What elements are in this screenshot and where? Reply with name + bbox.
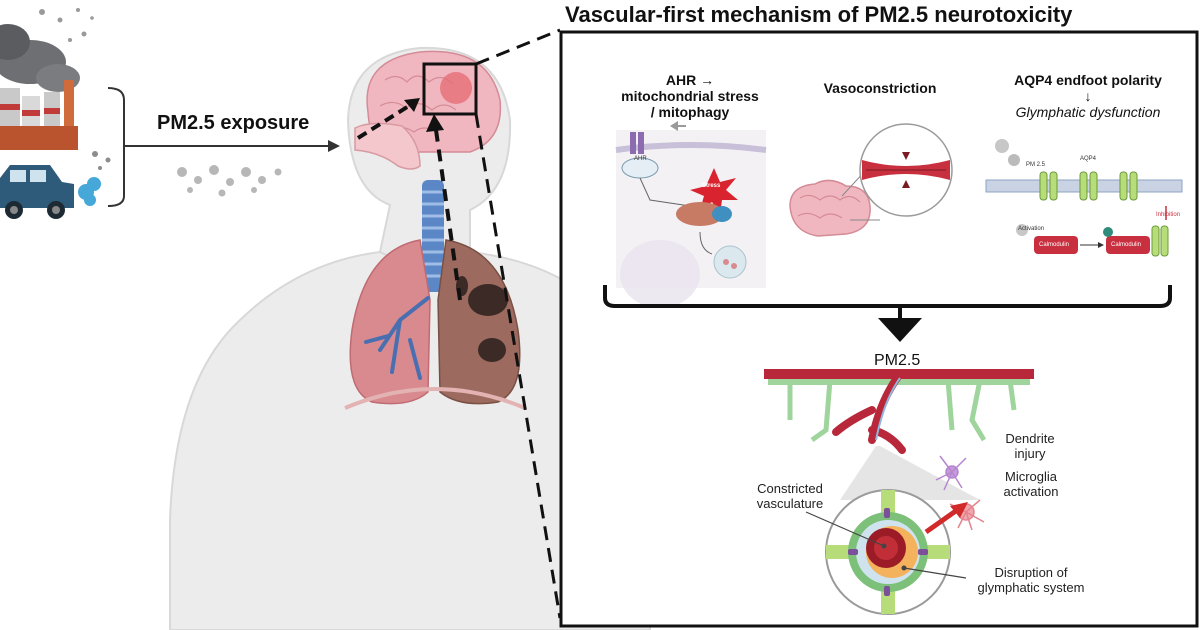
ahr-heading-line2: mitochondrial stress [621, 88, 759, 105]
dendrite-label-line1: Dendrite [1005, 431, 1055, 446]
smog-particles [39, 8, 94, 42]
left-lung [349, 239, 431, 405]
aqp4-arrow: ↓ [1084, 88, 1092, 105]
pm-vessel-label: PM2.5 [874, 352, 921, 369]
aqp4-subheading: Glymphatic dysfunction [1015, 104, 1161, 121]
activation-arrow [924, 505, 962, 535]
ahr-tag: AHR [634, 156, 647, 162]
source-bracket [107, 87, 125, 207]
nasal-airway [354, 122, 421, 170]
activation-tag: Activation [1018, 226, 1045, 232]
aqp4-tag: AQP4 [1080, 156, 1097, 162]
car-icon [0, 165, 74, 219]
exhaust-plume [78, 177, 101, 206]
disruption-label-line2: glymphatic system [977, 579, 1085, 595]
down-arrow [878, 318, 922, 342]
pm-particles-cloud [177, 165, 282, 197]
microglia-label-line1: Microglia [1004, 469, 1057, 484]
panel-vasoconstriction-heading: Vasoconstriction [823, 80, 937, 96]
dendrite-label: Dendrite injury [990, 431, 1070, 462]
constricted-callout [805, 511, 885, 547]
inhibition-tag: Inhibition [1156, 212, 1181, 218]
trachea [422, 180, 444, 292]
disruption-label: Disruption of glymphatic system [966, 565, 1096, 596]
constricted-label-line2: vasculature [756, 495, 824, 511]
factory-icon [0, 24, 80, 150]
lung-to-brain-arrow [434, 129, 462, 301]
constricted-label-line1: Constricted [757, 481, 823, 496]
calmodulin-tag-a: Calmodulin [1039, 242, 1070, 248]
panel-ahr-heading: AHR → mitochondrial stress / mitophagy [604, 72, 776, 120]
ahr-heading-line1: AHR → [665, 72, 715, 88]
constricted-label: Constricted vasculature [740, 481, 840, 512]
diaphragm [344, 387, 526, 410]
disruption-label-line1: Disruption of [994, 565, 1068, 580]
diagram-title: Vascular-first mechanism of PM2.5 neurot… [565, 2, 1073, 27]
panel-aqp4-heading: AQP4 endfoot polarity ↓ Glymphatic dysfu… [978, 72, 1198, 120]
vessel-network [764, 369, 1034, 454]
pm-dots-left [92, 151, 111, 170]
right-lung-damaged [437, 239, 521, 405]
calmodulin-tag-b: Calmodulin [1111, 242, 1142, 248]
convergence-bracket [603, 285, 1172, 308]
disruption-callout [903, 567, 967, 579]
glymphatic-cross-section [825, 489, 951, 615]
aqp4-membrane-illustration [985, 139, 1183, 257]
aqp4-heading: AQP4 endfoot polarity [1014, 72, 1162, 88]
zoom-line-top [475, 28, 561, 66]
microglia-label: Microglia activation [986, 469, 1076, 500]
nose-to-brain-arrow [356, 102, 414, 140]
zoom-line-bottom [474, 113, 562, 619]
microglia-label-line2: activation [1003, 483, 1059, 499]
exposure-label: PM2.5 exposure [157, 112, 310, 134]
ahr-heading-line3: / mitophagy [650, 104, 730, 121]
stress-tag: Stress [702, 183, 721, 189]
pm-tag: PM 2.5 [1026, 162, 1046, 168]
vasoconstriction-illustration [789, 123, 953, 237]
dendrite-label-line2: injury [1014, 445, 1046, 461]
brain-zoom-box [422, 62, 478, 116]
ahr-cell-illustration [615, 121, 767, 308]
dendrite-cell [935, 455, 967, 491]
